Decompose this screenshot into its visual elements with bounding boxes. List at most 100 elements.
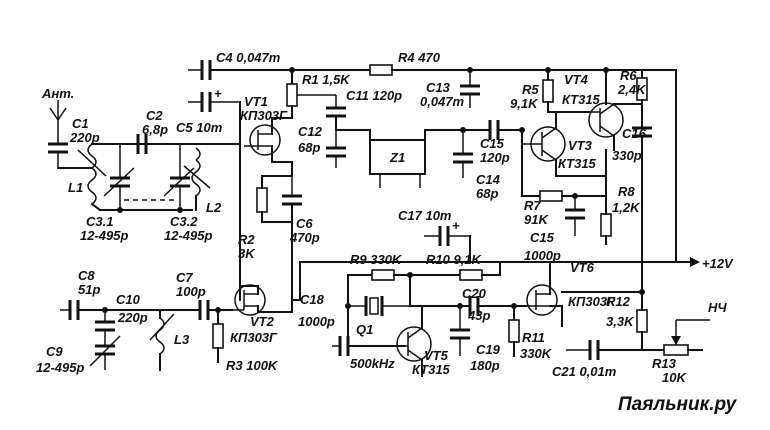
label-c12-value: 68p bbox=[298, 140, 320, 155]
r12-resistor bbox=[636, 309, 648, 333]
c9-variable-capacitor bbox=[89, 335, 121, 370]
r1-resistor bbox=[286, 83, 298, 107]
label-c21: C21 0,01m bbox=[552, 364, 617, 379]
label-c15-b: C15 bbox=[530, 230, 555, 245]
label-r3: R3 100K bbox=[226, 358, 279, 373]
label-c17: C17 10m bbox=[398, 208, 452, 223]
label-vt3: VT3 bbox=[568, 138, 593, 153]
label-c14: C14 bbox=[476, 172, 501, 187]
label-c14-value: 68p bbox=[476, 186, 498, 201]
c6-capacitor bbox=[282, 176, 302, 206]
label-c16-value: 330p bbox=[612, 148, 642, 163]
l3-coil bbox=[149, 313, 175, 355]
label-c13-value: 0,047m bbox=[420, 94, 465, 109]
label-vt6: VT6 bbox=[570, 260, 595, 275]
antenna-icon bbox=[49, 100, 67, 124]
label-r9: R9 330K bbox=[350, 252, 403, 267]
label-c16: C16 bbox=[622, 126, 647, 141]
l2-coil bbox=[183, 147, 211, 197]
label-r10: R10 9,1K bbox=[426, 252, 483, 267]
r11-resistor bbox=[508, 319, 520, 343]
label-vt4-type: КТ315 bbox=[562, 92, 601, 107]
label-r4: R4 470 bbox=[398, 50, 441, 65]
label-c2: C2 bbox=[146, 108, 163, 123]
watermark: Паяльник.ру bbox=[618, 394, 738, 415]
label-c19-value: 180p bbox=[470, 358, 500, 373]
label-c17-plus: + bbox=[452, 218, 460, 233]
label-r11: R11 bbox=[522, 330, 545, 345]
label-r5-value: 9,1K bbox=[510, 96, 539, 111]
r8-resistor bbox=[600, 213, 612, 237]
label-c3-1-value: 12-495p bbox=[80, 228, 128, 243]
r4-resistor bbox=[369, 64, 393, 76]
c21-capacitor bbox=[566, 340, 600, 360]
label-c8: C8 bbox=[78, 268, 95, 283]
label-r2-value: 3K bbox=[238, 246, 256, 261]
label-r5: R5 bbox=[522, 82, 539, 97]
label-ant: Ант. bbox=[41, 86, 74, 101]
label-z1: Z1 bbox=[389, 150, 405, 165]
c13-capacitor bbox=[460, 70, 480, 108]
label-r12: R12 bbox=[606, 294, 631, 309]
c4-capacitor bbox=[188, 60, 212, 80]
label-l3: L3 bbox=[174, 332, 190, 347]
r10-resistor bbox=[459, 269, 483, 281]
label-c11: C11 120p bbox=[346, 88, 402, 103]
label-r7-value: 91K bbox=[524, 212, 549, 227]
c14-capacitor bbox=[453, 130, 473, 178]
label-r6: R6 bbox=[620, 68, 637, 83]
r7-resistor bbox=[539, 190, 563, 202]
label-500khz: 500kHz bbox=[350, 356, 395, 371]
label-plus-12v: +12V bbox=[702, 256, 734, 271]
l1-coil bbox=[77, 143, 107, 205]
label-c5-plus: + bbox=[214, 86, 222, 101]
label-vt2-type: КП303Г bbox=[230, 330, 278, 345]
label-r11-value: 330K bbox=[520, 346, 553, 361]
c17-capacitor bbox=[424, 226, 470, 246]
label-c4: C4 0,047m bbox=[216, 50, 281, 65]
c19-capacitor bbox=[450, 306, 470, 356]
label-c9: C9 bbox=[46, 344, 63, 359]
c18-capacitor bbox=[332, 336, 350, 356]
label-c15-a: C15 bbox=[480, 136, 505, 151]
c12-capacitor bbox=[326, 130, 346, 168]
label-r13: R13 bbox=[652, 356, 677, 371]
label-vt1-type: КП303Г bbox=[240, 108, 288, 123]
r13-potentiometer bbox=[663, 344, 689, 356]
label-c6: C6 bbox=[296, 216, 313, 231]
label-c8-value: 51p bbox=[78, 282, 100, 297]
r9-resistor bbox=[371, 269, 395, 281]
label-r2: R2 bbox=[238, 232, 255, 247]
label-c6-value: 470p bbox=[289, 230, 320, 245]
label-c3-2: C3.2 bbox=[170, 214, 198, 229]
label-vt5-type: КТ315 bbox=[412, 362, 451, 377]
label-c9-value: 12-495p bbox=[36, 360, 84, 375]
label-r1: R1 1,5K bbox=[302, 72, 351, 87]
label-c2-value: 6,8p bbox=[142, 122, 168, 137]
label-c1: C1 bbox=[72, 116, 89, 131]
vt5-transistor bbox=[396, 326, 432, 362]
label-vt5: VT5 bbox=[424, 348, 449, 363]
r3-resistor bbox=[212, 323, 224, 349]
label-c13: C13 bbox=[426, 80, 451, 95]
label-c12: C12 bbox=[298, 124, 323, 139]
label-c7: C7 bbox=[176, 270, 193, 285]
label-c5: C5 10m bbox=[176, 120, 223, 135]
label-vt2: VT2 bbox=[250, 314, 275, 329]
label-c7-value: 100p bbox=[176, 284, 206, 299]
label-vt3-type: КТ315 bbox=[558, 156, 597, 171]
label-c18-value: 1000p bbox=[298, 314, 335, 329]
c7-capacitor bbox=[198, 300, 210, 320]
vt3-transistor bbox=[522, 126, 566, 162]
label-r7: R7 bbox=[524, 198, 541, 213]
c2-capacitor bbox=[136, 134, 148, 154]
label-l2: L2 bbox=[206, 200, 222, 215]
c8-capacitor bbox=[60, 300, 80, 320]
c15-decoupling-capacitor bbox=[565, 196, 585, 236]
label-q1: Q1 bbox=[356, 322, 373, 337]
c11-capacitor bbox=[326, 106, 346, 118]
c1-capacitor bbox=[48, 124, 68, 168]
label-c3-2-value: 12-495p bbox=[164, 228, 212, 243]
r2-resistor bbox=[256, 187, 268, 213]
